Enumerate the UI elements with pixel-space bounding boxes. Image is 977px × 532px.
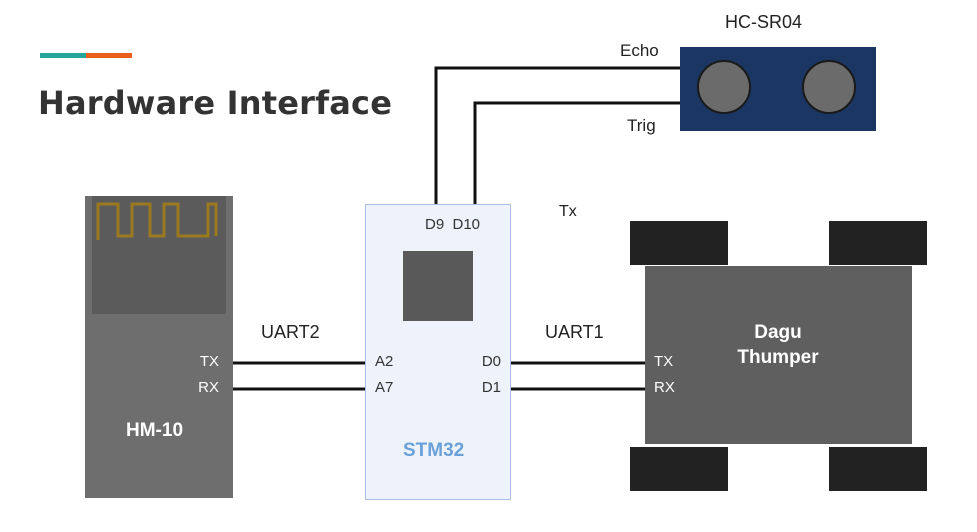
wheel-rear-left: [630, 447, 728, 491]
sensor-pin-trig: Trig: [627, 116, 656, 135]
hm10-antenna-area: [92, 196, 226, 314]
antenna-trace-icon: [96, 202, 218, 240]
stm32-top-pins: D9 D10: [425, 216, 481, 233]
wheel-front-right: [829, 221, 927, 265]
robot-pin-rx: RX: [654, 379, 675, 396]
robot-chassis: [645, 266, 912, 444]
stm32-pin-a2: A2: [375, 353, 394, 370]
robot-pin-tx: TX: [654, 353, 674, 370]
bus-label-uart2: UART2: [261, 322, 320, 342]
stm32-pin-d1: D1: [481, 379, 501, 396]
stm32-label: STM32: [403, 440, 465, 461]
stm32-pin-a7: A7: [375, 379, 394, 396]
sensor-title: HC-SR04: [725, 12, 803, 32]
wire-echo: [434, 66, 680, 204]
hm10-pin-tx: TX: [199, 353, 219, 370]
accent-bar-teal: [40, 53, 86, 58]
stm32-pin-d0: D0: [481, 353, 501, 370]
wire-trig: [473, 101, 680, 204]
bus-label-uart1: UART1: [545, 322, 604, 342]
transducer-right-icon: [802, 60, 856, 114]
sensor-pin-echo: Echo: [620, 41, 659, 60]
robot-label-line1: Dagu: [754, 322, 802, 343]
hm10-pin-rx: RX: [198, 379, 219, 396]
hm10-label: HM-10: [126, 420, 184, 441]
floating-tx-label: Tx: [559, 203, 577, 220]
page-title: Hardware Interface: [38, 84, 393, 122]
stm32-chip: [403, 251, 473, 321]
wheel-rear-right: [829, 447, 927, 491]
transducer-left-icon: [697, 60, 751, 114]
robot-label-line2: Thumper: [737, 347, 819, 368]
wheel-front-left: [630, 221, 728, 265]
accent-bar-orange: [86, 53, 132, 58]
